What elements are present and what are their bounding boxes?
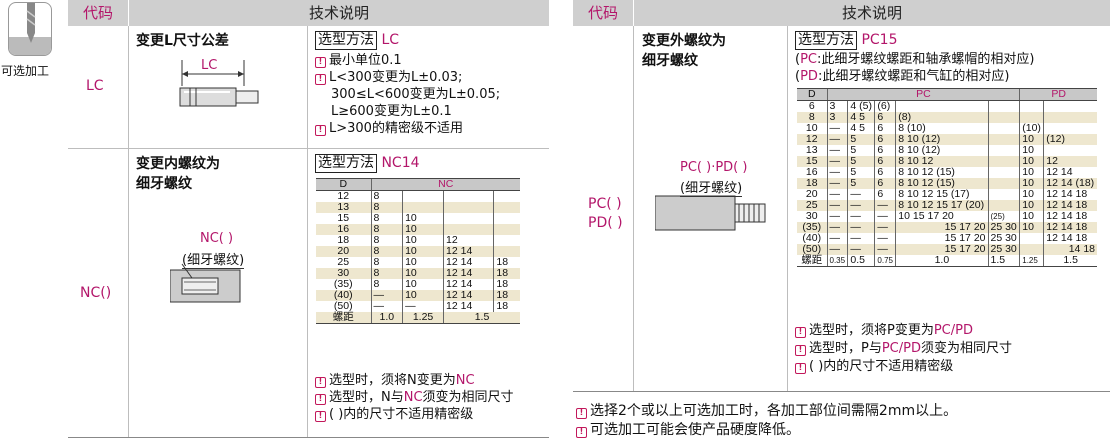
header-code-left: 代码	[68, 0, 128, 26]
nc-note-2: !选型时，N与NC须变为相同尺寸	[315, 389, 514, 406]
pc-method-label: 选型方法	[795, 31, 857, 50]
pc-method-code: PC15	[861, 32, 898, 48]
lc-note-5: !L>300的精密级不适用	[315, 120, 463, 137]
footer-note-1: !选择2个或以上可选加工时，各加工部位间需隔2mm以上。	[576, 403, 957, 420]
pc-title-1: 变更外螺纹为	[642, 33, 726, 49]
machining-icon	[8, 2, 52, 56]
code-lc: LC	[86, 78, 104, 94]
lc-note-2: !L<300变更为L±0.03;	[315, 69, 462, 86]
header-desc-left: 技术说明	[129, 0, 549, 26]
nc-note-1: !选型时，须将N变更为NC	[315, 372, 475, 389]
lc-note-1: !最小单位0.1	[315, 52, 402, 69]
nc-title-1: 变更内螺纹为	[136, 156, 220, 172]
pc-fig-label-1: PC( )·PD( )	[680, 160, 748, 175]
machining-icon-label: 可选加工	[1, 64, 50, 78]
pc-desc-2: (PD:此细牙螺纹螺距和气缸的相对应)	[795, 69, 1010, 84]
nc-note-3: !( )内的尺寸不适用精密级	[315, 406, 473, 423]
lc-method-label: 选型方法	[315, 31, 377, 50]
nc-figure	[169, 232, 270, 312]
footer-note-2: !可选加工可能会使产品硬度降低。	[576, 422, 800, 439]
pc-title-2: 细牙螺纹	[642, 53, 698, 69]
pc-note-1: !选型时，须将P变更为PC/PD	[795, 322, 973, 339]
header-desc-right: 技术说明	[634, 0, 1110, 26]
code-nc: NC()	[80, 285, 112, 301]
code-pd: PD( )	[588, 215, 623, 231]
nc-fig-label-1: NC( )	[200, 231, 234, 246]
lc-dim-label: LC	[199, 58, 220, 73]
lc-title: 变更L尺寸公差	[136, 33, 229, 49]
lc-note-4: L≥600变更为L±0.1	[331, 104, 452, 119]
nc-method-label: 选型方法	[315, 154, 377, 173]
nc-method-code: NC14	[381, 155, 420, 171]
lc-note-3: 300≤L<600变更为L±0.05;	[331, 87, 501, 102]
pc-desc-1: (PC:此细牙螺纹螺距和轴承螺帽的相对应)	[795, 52, 1035, 67]
pc-note-3: !( )内的尺寸不适用精密级	[795, 358, 953, 375]
lc-figure	[160, 58, 270, 118]
code-pc: PC( )	[588, 196, 622, 212]
pc-figure	[654, 190, 775, 240]
pc-note-2: !选型时，P与PC/PD须变为相同尺寸	[795, 340, 1012, 357]
pc-fig-label-2: (细牙螺纹)	[680, 177, 743, 197]
lc-method-code: LC	[381, 32, 400, 48]
header-code-right: 代码	[573, 0, 633, 26]
nc-fig-label-2: (细牙螺纹)	[182, 249, 245, 269]
nc-title-2: 细牙螺纹	[136, 176, 192, 192]
